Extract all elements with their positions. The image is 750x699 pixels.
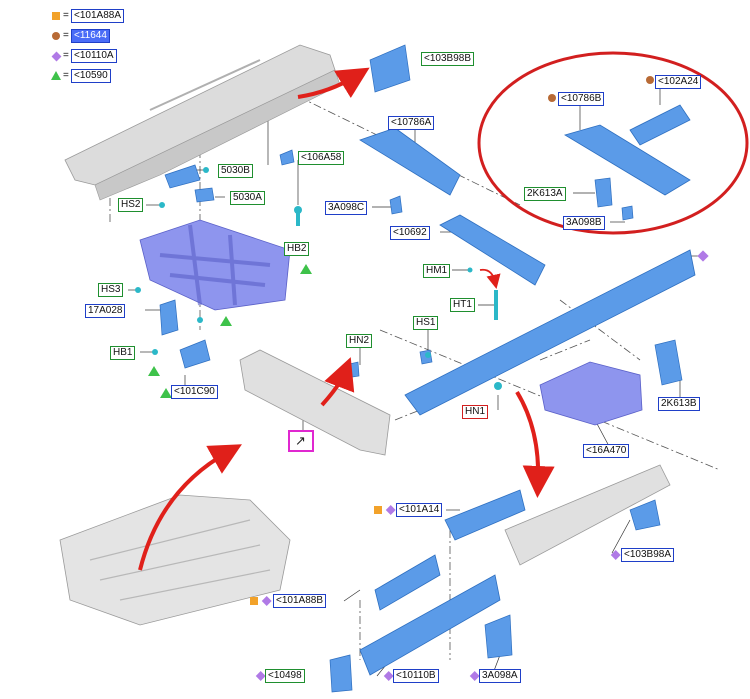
floor-panel bbox=[539, 361, 643, 426]
small-red-arrow bbox=[479, 268, 501, 290]
legend-equals: = bbox=[63, 10, 69, 21]
legend-circle-marker bbox=[52, 32, 60, 40]
part-label-2K613A[interactable]: 2K613A bbox=[524, 187, 566, 201]
part-markers bbox=[148, 76, 709, 681]
detail-callout-box[interactable]: ↗ bbox=[288, 430, 314, 452]
gray-center-rail bbox=[239, 349, 391, 456]
part-label-101C90[interactable]: <101C90 bbox=[171, 385, 218, 399]
part-label-10692[interactable]: <10692 bbox=[390, 226, 430, 240]
blue-rails bbox=[359, 104, 696, 676]
part-label-10110B[interactable]: <10110B bbox=[393, 669, 439, 683]
legend-label-101A88A: <101A88A bbox=[71, 9, 124, 23]
legend-label-10110A: <10110A bbox=[71, 49, 117, 63]
part-label-HS1[interactable]: HS1 bbox=[413, 316, 439, 330]
part-label-10786B[interactable]: <10786B bbox=[558, 92, 605, 106]
part-label-10786A[interactable]: <10786A bbox=[388, 116, 435, 130]
part-label-2K613B[interactable]: 2K613B bbox=[658, 397, 700, 411]
legend-label-10590: <10590 bbox=[71, 69, 111, 83]
part-label-101A88B[interactable]: <101A88B bbox=[273, 594, 326, 608]
part-label-5030B[interactable]: 5030B bbox=[218, 164, 253, 178]
legend-equals: = bbox=[63, 70, 69, 81]
legend-square-marker bbox=[52, 12, 60, 20]
part-label-HS3[interactable]: HS3 bbox=[98, 283, 124, 297]
part-label-16A470[interactable]: <16A470 bbox=[583, 444, 630, 458]
lavender-crossmember bbox=[139, 219, 291, 311]
legend-label-11644: <11644 bbox=[71, 29, 110, 43]
gray-lower-rail bbox=[504, 464, 671, 566]
fasteners bbox=[135, 167, 502, 390]
part-label-3A098C[interactable]: 3A098C bbox=[325, 201, 368, 215]
legend-equals: = bbox=[63, 50, 69, 61]
part-label-102A24[interactable]: <102A24 bbox=[655, 75, 702, 89]
legend-equals: = bbox=[63, 30, 69, 41]
part-label-3A098A[interactable]: 3A098A bbox=[479, 669, 521, 683]
part-label-3A098B[interactable]: 3A098B bbox=[563, 216, 605, 230]
highlight-ellipse bbox=[477, 51, 749, 235]
part-label-HS2[interactable]: HS2 bbox=[118, 198, 144, 212]
part-label-103B98A[interactable]: <103B98A bbox=[621, 548, 674, 562]
part-label-HN2[interactable]: HN2 bbox=[346, 334, 373, 348]
part-label-HB1[interactable]: HB1 bbox=[110, 346, 136, 360]
part-label-101A14[interactable]: <101A14 bbox=[396, 503, 443, 517]
arrow-pointer-icon: ↗ bbox=[295, 433, 306, 448]
part-label-5030A[interactable]: 5030A bbox=[230, 191, 265, 205]
part-label-17A028[interactable]: 17A028 bbox=[85, 304, 126, 318]
part-label-103B98B[interactable]: <103B98B bbox=[421, 52, 474, 66]
part-label-HM1[interactable]: HM1 bbox=[423, 264, 451, 278]
part-label-HN1[interactable]: HN1 bbox=[462, 405, 489, 419]
blue-brackets bbox=[159, 44, 683, 693]
part-label-HB2[interactable]: HB2 bbox=[284, 242, 310, 256]
part-label-10498[interactable]: <10498 bbox=[265, 669, 305, 683]
legend-triangle-marker bbox=[51, 71, 61, 80]
red-arrows bbox=[138, 67, 555, 571]
gray-underbody bbox=[59, 494, 291, 626]
part-label-106A58[interactable]: <106A58 bbox=[298, 151, 345, 165]
part-label-HT1[interactable]: HT1 bbox=[450, 298, 475, 312]
